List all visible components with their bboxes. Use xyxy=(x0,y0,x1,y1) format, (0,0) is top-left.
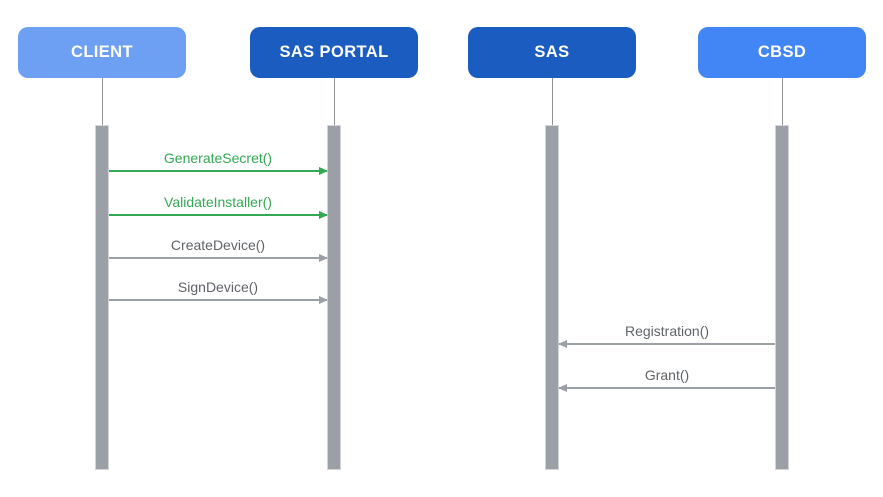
arrow-right-icon xyxy=(109,257,327,259)
actor-box-sas: SAS xyxy=(468,27,636,78)
arrow-left-icon xyxy=(559,343,775,345)
actor-box-client: CLIENT xyxy=(18,27,186,78)
message-create-device-label: CreateDevice() xyxy=(170,237,266,253)
actor-cbsd-label: CBSD xyxy=(757,43,807,61)
actor-box-cbsd: CBSD xyxy=(698,27,866,78)
message-sign-device: SignDevice() xyxy=(109,277,327,301)
message-registration-label: Registration() xyxy=(624,323,710,339)
message-generate-secret: GenerateSecret() xyxy=(109,148,327,172)
arrow-right-icon xyxy=(109,214,327,216)
actor-sas-label: SAS xyxy=(534,43,570,61)
activation-bar-sas xyxy=(545,125,559,470)
actor-client-label: CLIENT xyxy=(71,43,133,61)
activation-bar-client xyxy=(95,125,109,470)
actor-sas-portal-label: SAS PORTAL xyxy=(279,43,389,61)
activation-bar-cbsd xyxy=(775,125,789,470)
activation-bar-sas-portal xyxy=(327,125,341,470)
arrow-left-icon xyxy=(559,387,775,389)
actor-box-sas-portal: SAS PORTAL xyxy=(250,27,418,78)
message-grant: Grant() xyxy=(559,365,775,389)
message-generate-secret-label: GenerateSecret() xyxy=(163,150,273,166)
arrow-right-icon xyxy=(109,170,327,172)
arrow-right-icon xyxy=(109,299,327,301)
message-validate-installer: ValidateInstaller() xyxy=(109,192,327,216)
message-grant-label: Grant() xyxy=(644,367,690,383)
message-sign-device-label: SignDevice() xyxy=(177,279,259,295)
message-create-device: CreateDevice() xyxy=(109,235,327,259)
message-validate-installer-label: ValidateInstaller() xyxy=(164,194,272,210)
message-registration: Registration() xyxy=(559,321,775,345)
